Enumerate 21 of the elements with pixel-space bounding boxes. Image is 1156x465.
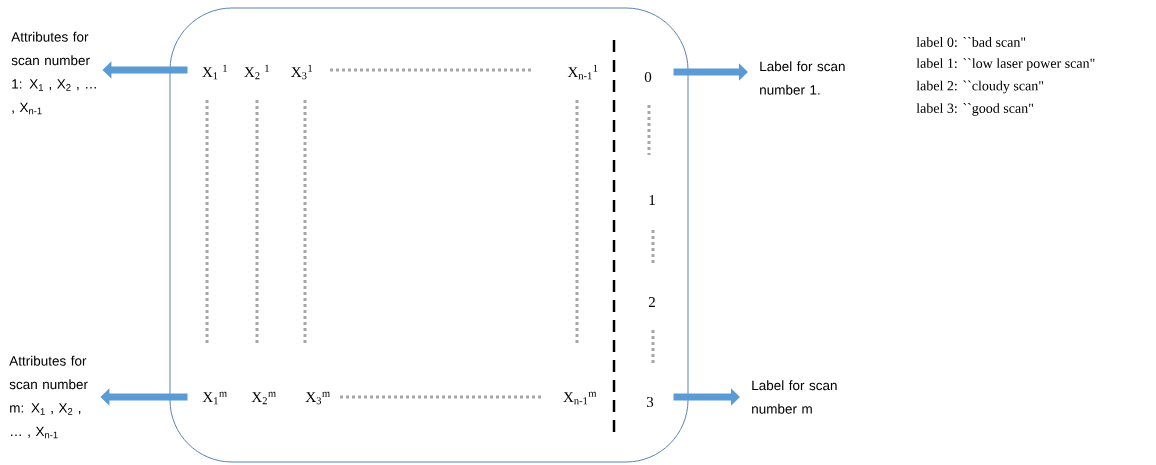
matrix-entry: 3	[647, 396, 654, 408]
matrix-entry: X$_{1}$ 1	[202, 64, 227, 80]
matrix-entry: X$_{2}$ 1	[244, 64, 269, 80]
matrix-entry: X$_{n-1}$m	[563, 391, 597, 405]
matrix-entry: X$_{1}$m	[202, 391, 227, 405]
side-text: Label for scan number m	[752, 380, 837, 414]
side-text: Attributes for scan number m: X$_{1}$ , X$_{2}$ , … , X$_{n-1}$	[9, 355, 88, 439]
label-meaning: label 2: ``cloudy scan"	[916, 80, 1044, 94]
rounded-frame	[169, 7, 689, 463]
label-meaning: label 1: ``low laser power scan"	[916, 58, 1095, 71]
matrix-entry: 0	[644, 71, 652, 83]
matrix-entry: X$_{n-1}$1	[567, 64, 598, 80]
matrix-entry: X$_{3}$m	[305, 391, 330, 405]
side-text: Attributes for scan number 1: X$_{1}$ , X$_{2}$ , … , X$_{n-1}$	[11, 31, 96, 115]
side-text: Label for scan number 1.	[760, 61, 845, 95]
matrix-entry: X$_{3}$1	[291, 64, 313, 80]
label-meaning: label 3: ``good scan"	[916, 103, 1033, 116]
label-meaning: label 0: ``bad scan"	[916, 37, 1026, 47]
matrix-entry: 2	[648, 297, 655, 307]
matrix-entry: 1	[649, 195, 655, 205]
matrix-entry: X$_{2}$m	[251, 391, 276, 405]
